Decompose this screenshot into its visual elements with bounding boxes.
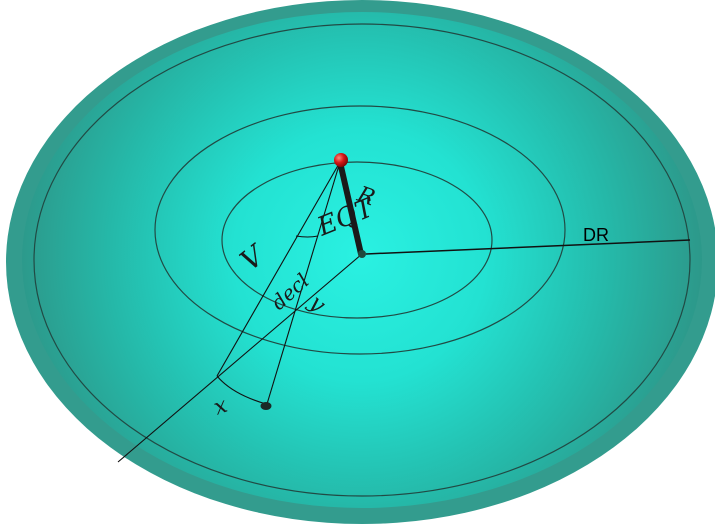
radius-pointer [337, 159, 364, 257]
dr-radius-line [365, 239, 691, 255]
inner-ring [221, 161, 493, 319]
orbit-arc [216, 375, 267, 405]
v-line [216, 161, 341, 377]
label-dr: DR [583, 225, 609, 245]
decl-line [266, 161, 341, 405]
center-dot [358, 250, 366, 258]
middle-ring [154, 105, 566, 355]
planet-shadow [260, 402, 272, 410]
outer-ring [33, 23, 691, 497]
planet-marker [334, 153, 348, 167]
disk-face [22, 12, 702, 508]
x-axis-line [117, 253, 363, 463]
angle-arc [295, 235, 319, 238]
